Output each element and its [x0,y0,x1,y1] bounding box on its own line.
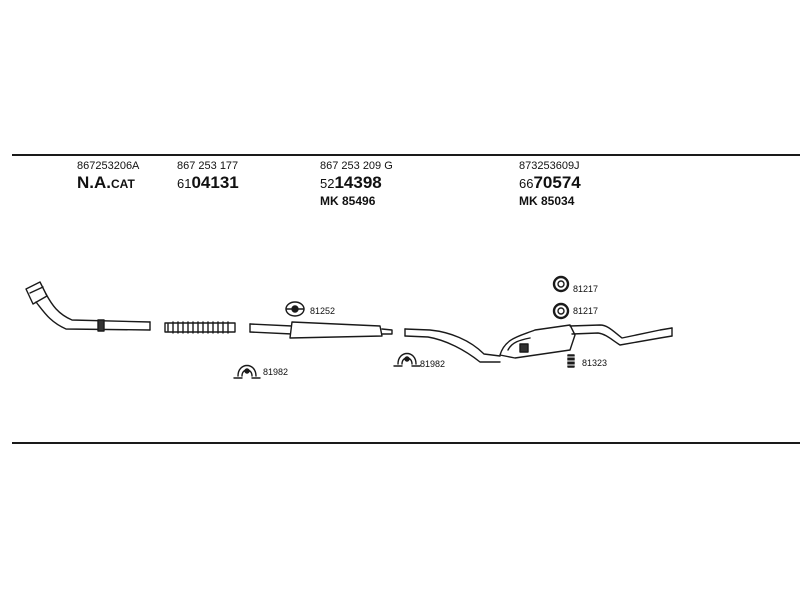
part-prefix: N.A. [77,173,111,192]
intermediate-pipe-icon [404,328,501,363]
clamp-label: 81982 [263,367,288,377]
rubber-ring-icon [552,275,570,293]
hanger-label: 81252 [310,306,335,316]
part-number: 5214398 [320,173,393,193]
column-3: 867 253 209 G 5214398 MK 85496 [320,160,393,208]
column-2: 867 253 177 6104131 [177,160,239,193]
part-prefix: 66 [519,176,534,191]
mount-label: 81323 [582,358,607,368]
part-number: N.A.CAT [77,173,139,193]
column-4: 873253609J 6670574 MK 85034 [519,160,581,208]
center-silencer-icon [249,321,393,339]
part-prefix: 52 [320,176,335,191]
part-code: 867 253 209 G [320,160,393,172]
part-number: 6670574 [519,173,581,193]
part-code: 873253609J [519,160,580,172]
part-code: 867253206A [77,160,140,172]
hanger-icon [285,301,305,317]
column-1: 867253206A N.A.CAT [77,160,139,193]
part-code: 867 253 177 [177,160,239,172]
part-suffix: 14398 [334,173,382,192]
front-pipe-icon [25,281,151,332]
mk-number: MK 85496 [320,194,376,208]
clamp-label: 81982 [420,359,445,369]
rear-silencer-icon [499,324,673,359]
part-number: 6104131 [177,173,239,193]
mk-number: MK 85034 [519,194,575,208]
ring-label: 81217 [573,306,598,316]
bottom-divider [12,442,800,444]
part-suffix: 04131 [191,173,239,192]
ring-label: 81217 [573,284,598,294]
flex-pipe-icon [164,321,236,334]
clamp-icon [393,352,421,367]
clamp-icon [233,364,261,379]
rubber-ring-icon [552,302,570,320]
top-divider [12,154,800,156]
part-suffix: 70574 [533,173,581,192]
part-suffix: CAT [111,177,135,191]
part-prefix: 61 [177,176,192,191]
mount-icon [564,354,578,368]
